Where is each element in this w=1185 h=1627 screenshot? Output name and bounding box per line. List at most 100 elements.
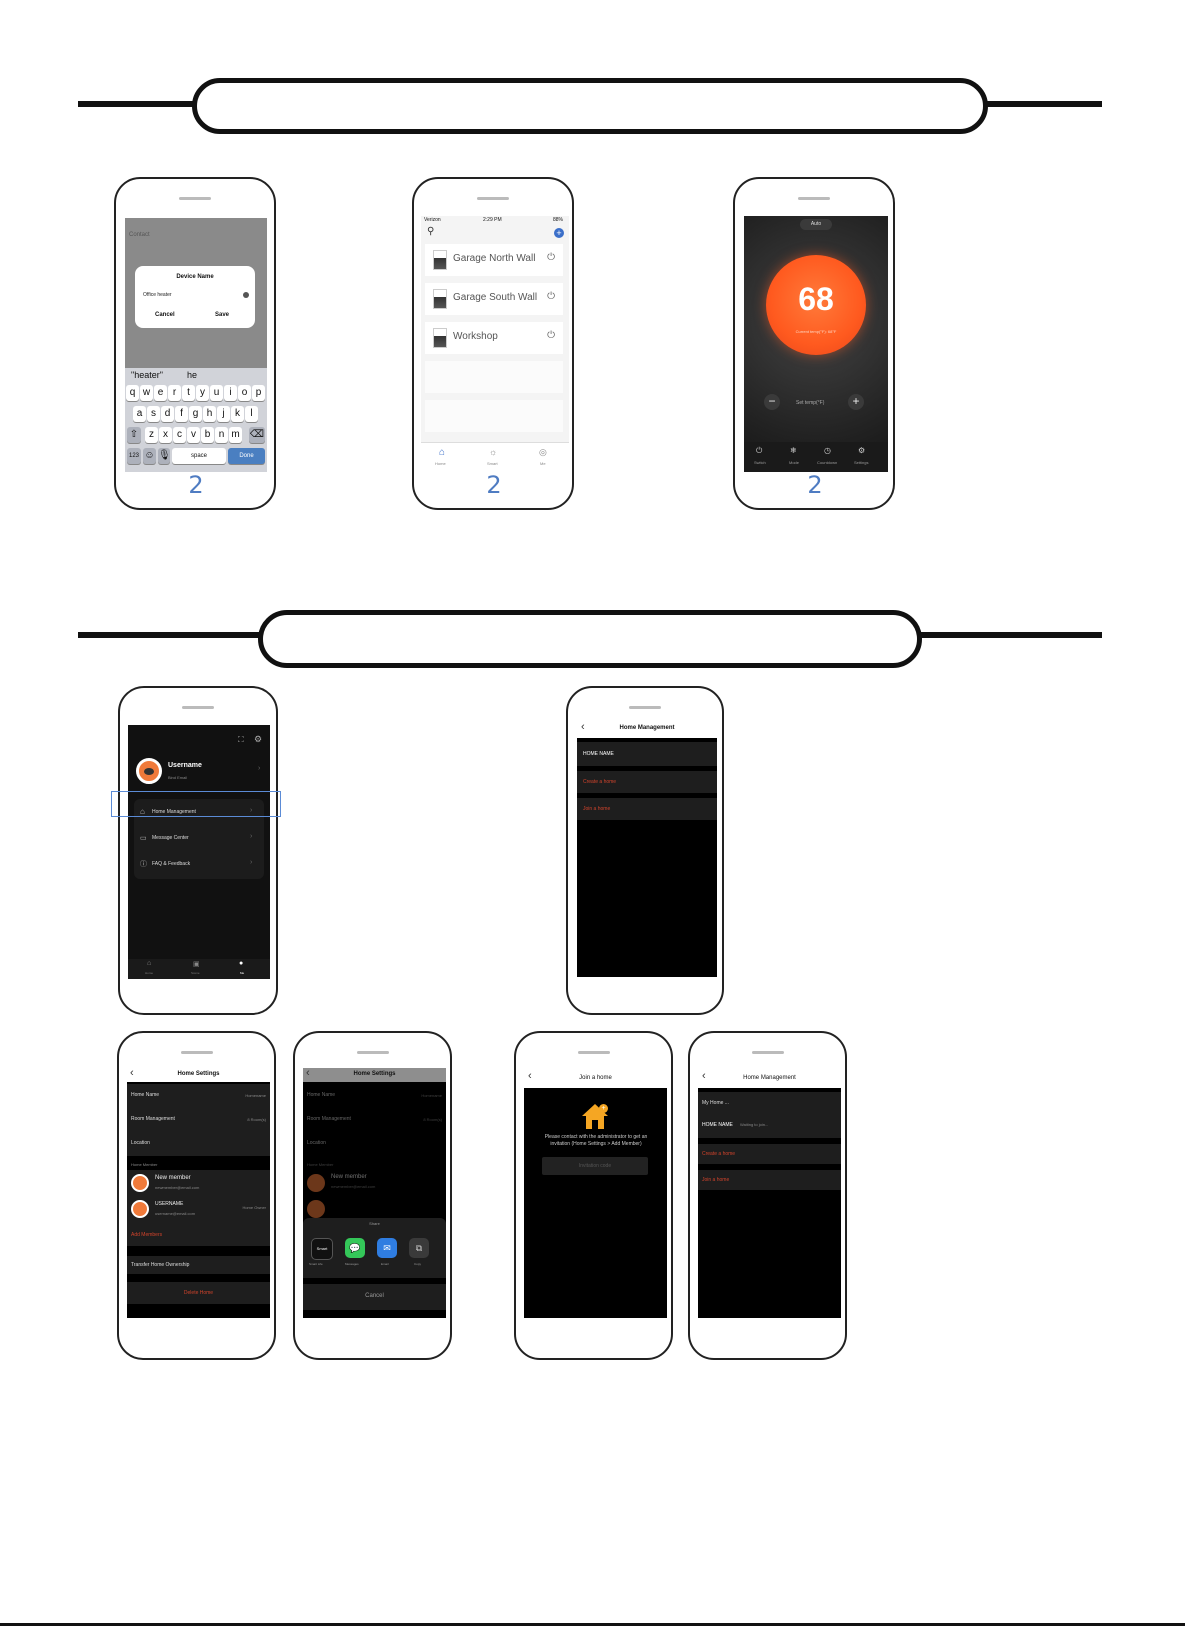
- mic-key[interactable]: 🎙: [158, 448, 171, 464]
- key-l[interactable]: l: [245, 406, 258, 422]
- emoji-key[interactable]: ☺: [143, 448, 156, 464]
- key-w[interactable]: w: [140, 385, 153, 401]
- member-name[interactable]: USERNAME: [155, 1201, 184, 1207]
- cancel-button[interactable]: Cancel: [155, 312, 175, 318]
- key-j[interactable]: j: [217, 406, 230, 422]
- key-f[interactable]: f: [175, 406, 188, 422]
- back-icon[interactable]: ‹: [306, 1068, 310, 1079]
- back-icon[interactable]: ‹: [130, 1068, 134, 1079]
- device-card-1[interactable]: Garage North Wall ⏻: [425, 244, 563, 276]
- key-b[interactable]: b: [201, 427, 214, 443]
- key-s[interactable]: s: [147, 406, 160, 422]
- menu-home-management[interactable]: Home Management: [152, 809, 196, 815]
- smart-life-app-icon[interactable]: Smart: [311, 1238, 333, 1260]
- key-h[interactable]: h: [203, 406, 216, 422]
- save-button[interactable]: Save: [215, 312, 230, 318]
- key-o[interactable]: o: [238, 385, 251, 401]
- tab-smart[interactable]: Smart: [487, 461, 498, 466]
- settings-icon[interactable]: ⚙: [858, 446, 866, 455]
- tab-home[interactable]: Home: [145, 971, 154, 975]
- copy-icon[interactable]: ⧉: [409, 1238, 429, 1258]
- done-key[interactable]: Done: [228, 448, 265, 464]
- tab-settings[interactable]: Settings: [854, 460, 869, 465]
- tab-home-icon[interactable]: ⌂: [439, 447, 446, 458]
- tab-me[interactable]: Me: [240, 971, 245, 975]
- create-home-row[interactable]: Create a home: [577, 771, 717, 793]
- delete-home-row[interactable]: Delete Home: [127, 1282, 270, 1304]
- backspace-key[interactable]: ⌫: [249, 427, 265, 443]
- member-name[interactable]: New member: [155, 1175, 191, 1181]
- suggestion-2[interactable]: he: [187, 370, 198, 380]
- key-n[interactable]: n: [215, 427, 228, 443]
- space-key[interactable]: space: [172, 448, 226, 464]
- back-icon[interactable]: ‹: [528, 1070, 532, 1082]
- tab-me[interactable]: Me: [540, 461, 546, 466]
- tab-me-icon[interactable]: ◎: [539, 447, 547, 457]
- tab-home[interactable]: Home: [435, 461, 446, 466]
- cancel-row[interactable]: Cancel: [303, 1284, 446, 1310]
- device-card-3[interactable]: Workshop ⏻: [425, 322, 563, 354]
- settings-icon[interactable]: ⚙: [254, 734, 263, 744]
- key-q[interactable]: q: [126, 385, 139, 401]
- tab-scene-icon[interactable]: ▣: [193, 961, 200, 968]
- messages-app-icon[interactable]: 💬: [345, 1238, 365, 1258]
- tab-scene[interactable]: Scene: [191, 971, 200, 975]
- key-p[interactable]: p: [252, 385, 265, 401]
- device-card-2[interactable]: Garage South Wall ⏻: [425, 283, 563, 315]
- add-members-link[interactable]: Add Members: [131, 1232, 163, 1238]
- key-d[interactable]: d: [161, 406, 174, 422]
- switch-icon[interactable]: ⏻: [756, 446, 763, 455]
- clear-input-icon[interactable]: [243, 292, 249, 298]
- tab-smart-icon[interactable]: ☼: [489, 447, 498, 457]
- back-icon[interactable]: ‹: [702, 1070, 706, 1082]
- home-name-row[interactable]: Home Name Homename Room Management 8 Roo…: [127, 1084, 270, 1156]
- transfer-ownership-row[interactable]: Transfer Home Ownership: [127, 1256, 270, 1274]
- key-r[interactable]: r: [168, 385, 181, 401]
- power-icon[interactable]: ⏻: [547, 291, 555, 302]
- shift-key[interactable]: ⇧: [127, 427, 141, 443]
- key-i[interactable]: i: [224, 385, 237, 401]
- key-k[interactable]: k: [231, 406, 244, 422]
- key-t[interactable]: t: [182, 385, 195, 401]
- join-home-row[interactable]: Join a home: [577, 798, 717, 820]
- create-home-row[interactable]: Create a home: [698, 1144, 841, 1164]
- suggestion-1[interactable]: "heater": [131, 370, 163, 380]
- key-g[interactable]: g: [189, 406, 202, 422]
- mode-pill[interactable]: Auto: [800, 219, 832, 230]
- tab-mode[interactable]: Mode: [789, 460, 800, 465]
- mode-icon[interactable]: ❄: [790, 446, 797, 455]
- add-device-icon[interactable]: +: [554, 228, 564, 238]
- avatar[interactable]: [136, 758, 162, 784]
- tab-home-icon[interactable]: ⌂: [147, 960, 152, 967]
- rename-back-title[interactable]: Contact: [129, 232, 150, 238]
- key-u[interactable]: u: [210, 385, 223, 401]
- key-y[interactable]: y: [196, 385, 209, 401]
- join-home-row[interactable]: Join a home: [698, 1170, 841, 1190]
- home-name[interactable]: HOME NAME: [702, 1122, 733, 1128]
- numbers-key[interactable]: 123: [127, 448, 141, 464]
- scan-icon[interactable]: ⛶: [238, 735, 244, 744]
- home-name-row[interactable]: HOME NAME: [577, 742, 717, 766]
- tab-countdown[interactable]: Countdown: [817, 460, 838, 465]
- key-e[interactable]: e: [154, 385, 167, 401]
- countdown-icon[interactable]: ◷: [824, 446, 831, 455]
- device-name-input[interactable]: Office heater: [143, 292, 172, 298]
- invitation-code-input[interactable]: Invitation code: [542, 1157, 648, 1175]
- decrease-button[interactable]: −: [764, 394, 780, 410]
- increase-button[interactable]: +: [848, 394, 864, 410]
- my-home[interactable]: My Home ...: [702, 1100, 729, 1106]
- key-v[interactable]: v: [187, 427, 200, 443]
- profile-icon[interactable]: ⚲: [427, 226, 435, 237]
- power-icon[interactable]: ⏻: [547, 252, 555, 263]
- menu-message-center[interactable]: Message Center: [152, 835, 189, 841]
- menu-faq[interactable]: FAQ & Feedback: [152, 861, 191, 867]
- key-m[interactable]: m: [229, 427, 242, 443]
- key-z[interactable]: z: [145, 427, 158, 443]
- key-c[interactable]: c: [173, 427, 186, 443]
- back-icon[interactable]: ‹: [581, 721, 585, 733]
- tab-me-icon[interactable]: ●: [239, 960, 244, 967]
- power-icon[interactable]: ⏻: [547, 330, 555, 341]
- key-a[interactable]: a: [133, 406, 146, 422]
- key-x[interactable]: x: [159, 427, 172, 443]
- email-app-icon[interactable]: ✉: [377, 1238, 397, 1258]
